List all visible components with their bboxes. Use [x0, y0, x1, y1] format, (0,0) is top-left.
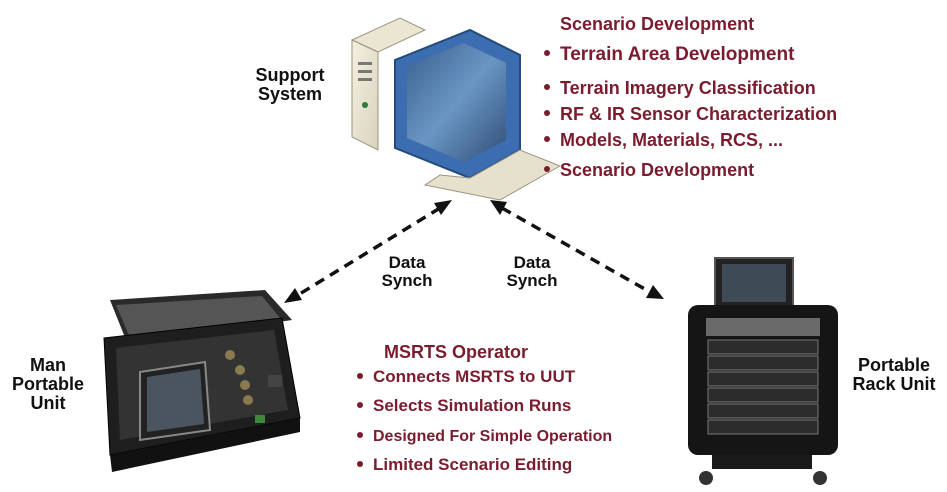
man-portable-unit-label: Man Portable Unit — [2, 356, 94, 413]
scenario-item: Terrain Imagery Classification — [544, 78, 816, 99]
man-portable-line2: Portable — [11, 373, 85, 394]
operator-item: Connects MSRTS to UUT — [357, 367, 575, 387]
sync-right-line1: Data — [513, 253, 551, 272]
data-synch-right-label: Data Synch — [497, 254, 567, 290]
data-synch-arrow-right — [490, 200, 664, 299]
rack-line1: Portable — [857, 355, 931, 375]
bullet-icon — [544, 49, 550, 56]
man-portable-line3: Unit — [30, 392, 66, 413]
bullet-icon — [357, 401, 363, 408]
support-label-line1: Support — [255, 65, 325, 85]
bullet-icon — [544, 84, 550, 91]
sync-right-line2: Synch — [506, 270, 558, 290]
data-synch-arrow-left — [284, 200, 452, 303]
scenario-item: RF & IR Sensor Characterization — [544, 104, 837, 125]
scenario-item: Models, Materials, RCS, ... — [544, 130, 783, 151]
sync-left-line2: Synch — [381, 270, 433, 290]
man-portable-unit-image — [103, 290, 301, 472]
bullet-icon — [357, 372, 363, 379]
operator-item: Selects Simulation Runs — [357, 396, 571, 416]
bullet-icon — [357, 431, 363, 438]
support-computer-icon — [350, 17, 562, 201]
scenario-item: Terrain Area Development — [544, 44, 794, 66]
bullet-icon — [357, 460, 363, 467]
scenario-heading: Scenario Development — [560, 14, 755, 34]
operator-item: Designed For Simple Operation — [357, 428, 612, 446]
rack-line2: Rack Unit — [852, 373, 936, 394]
bullet-icon — [544, 110, 550, 117]
operator-item: Limited Scenario Editing — [357, 455, 572, 475]
support-label-line2: System — [257, 83, 323, 104]
bullet-icon — [544, 136, 550, 143]
support-system-label: Support System — [240, 66, 340, 104]
portable-rack-unit-label: Portable Rack Unit — [844, 356, 944, 394]
sync-left-line1: Data — [388, 253, 426, 272]
portable-rack-unit-image — [688, 257, 838, 485]
scenario-item: Scenario Development — [544, 160, 754, 181]
man-portable-line1: Man — [30, 355, 66, 375]
bullet-icon — [544, 166, 550, 173]
data-synch-left-label: Data Synch — [372, 254, 442, 290]
operator-heading: MSRTS Operator — [384, 342, 529, 362]
